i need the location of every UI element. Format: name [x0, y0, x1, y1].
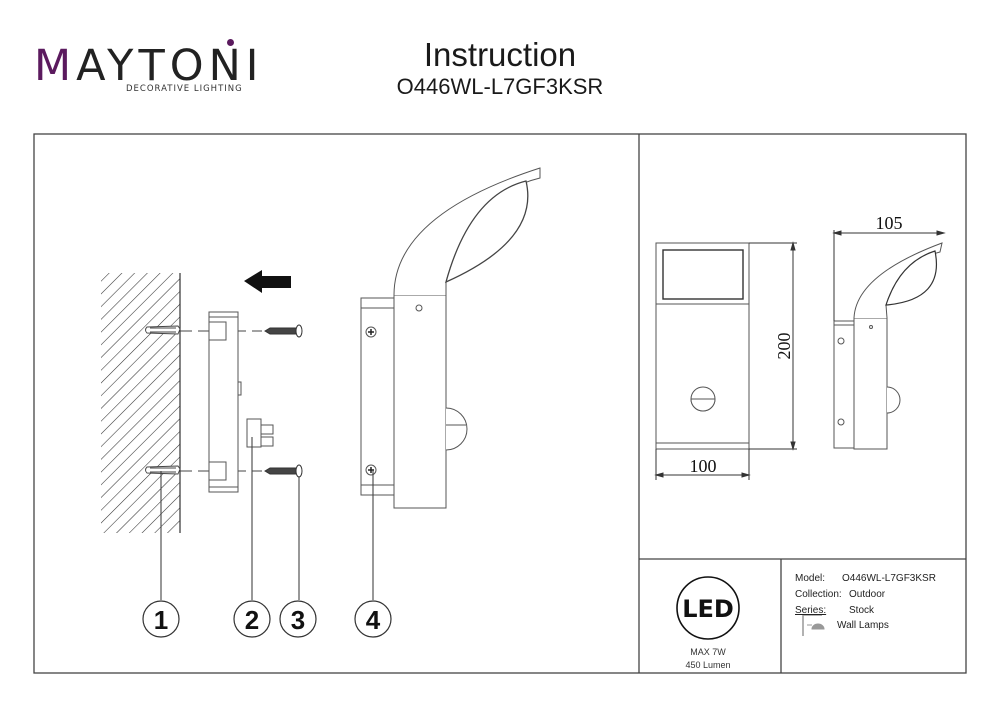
spec-collection-label: Collection:	[795, 589, 842, 600]
spec-series-value: Stock	[849, 605, 875, 616]
brand-logo: MAYTONI DECORATIVE LIGHTING	[34, 40, 258, 100]
dimension-lines-side	[832, 230, 946, 321]
front-view	[655, 242, 750, 450]
brand-name: MAYTONI	[34, 40, 263, 92]
callout-label-3: 3	[291, 605, 305, 635]
callout-circle-2	[233, 600, 271, 638]
callout-circle-4	[354, 600, 392, 638]
spec-model-label: Model:	[795, 573, 826, 584]
callout-leaders	[160, 437, 374, 600]
callout-label-4: 4	[366, 605, 381, 635]
spec-collection-value: Outdoor	[849, 589, 886, 600]
brand-name-rest: AYTONI	[76, 41, 264, 91]
dimension-lines-front	[654, 241, 797, 480]
lamp-side-view	[360, 167, 541, 509]
screw-bottom	[264, 464, 303, 478]
wall-lamp-icon	[802, 614, 825, 636]
brand-tagline: DECORATIVE LIGHTING	[126, 84, 243, 94]
model-code: O446WL-L7GF3KSR	[396, 74, 604, 99]
terminal-block	[246, 418, 274, 448]
screw-top	[264, 324, 303, 338]
wall-section	[101, 273, 181, 533]
logo-dot	[227, 39, 234, 46]
callout-label-2: 2	[245, 605, 259, 635]
dimension-height: 200	[774, 333, 794, 360]
led-lumen: 450 Lumen	[685, 660, 731, 670]
side-view-small	[833, 242, 943, 450]
dimension-width: 100	[690, 456, 717, 476]
mounting-bracket	[208, 311, 242, 493]
callout-circles	[142, 600, 392, 638]
callout-label-1: 1	[154, 605, 168, 635]
spec-category-value: Wall Lamps	[837, 620, 889, 631]
wall-plug-bottom	[145, 465, 181, 475]
page-title: Instruction	[423, 36, 577, 73]
led-label: LED	[682, 595, 734, 623]
frame	[33, 133, 967, 674]
brand-name-initial: M	[34, 41, 77, 91]
arrow-left-icon	[244, 270, 291, 293]
callout-circle-3	[279, 600, 317, 638]
led-max-power: MAX 7W	[690, 647, 726, 657]
spec-model-value: O446WL-L7GF3KSR	[842, 573, 936, 584]
led-badge: LED	[676, 576, 740, 640]
callout-circle-1	[142, 600, 180, 638]
dimension-depth: 105	[876, 213, 903, 233]
spec-series-label: Series:	[795, 605, 827, 616]
wall-plug-top	[145, 325, 181, 335]
